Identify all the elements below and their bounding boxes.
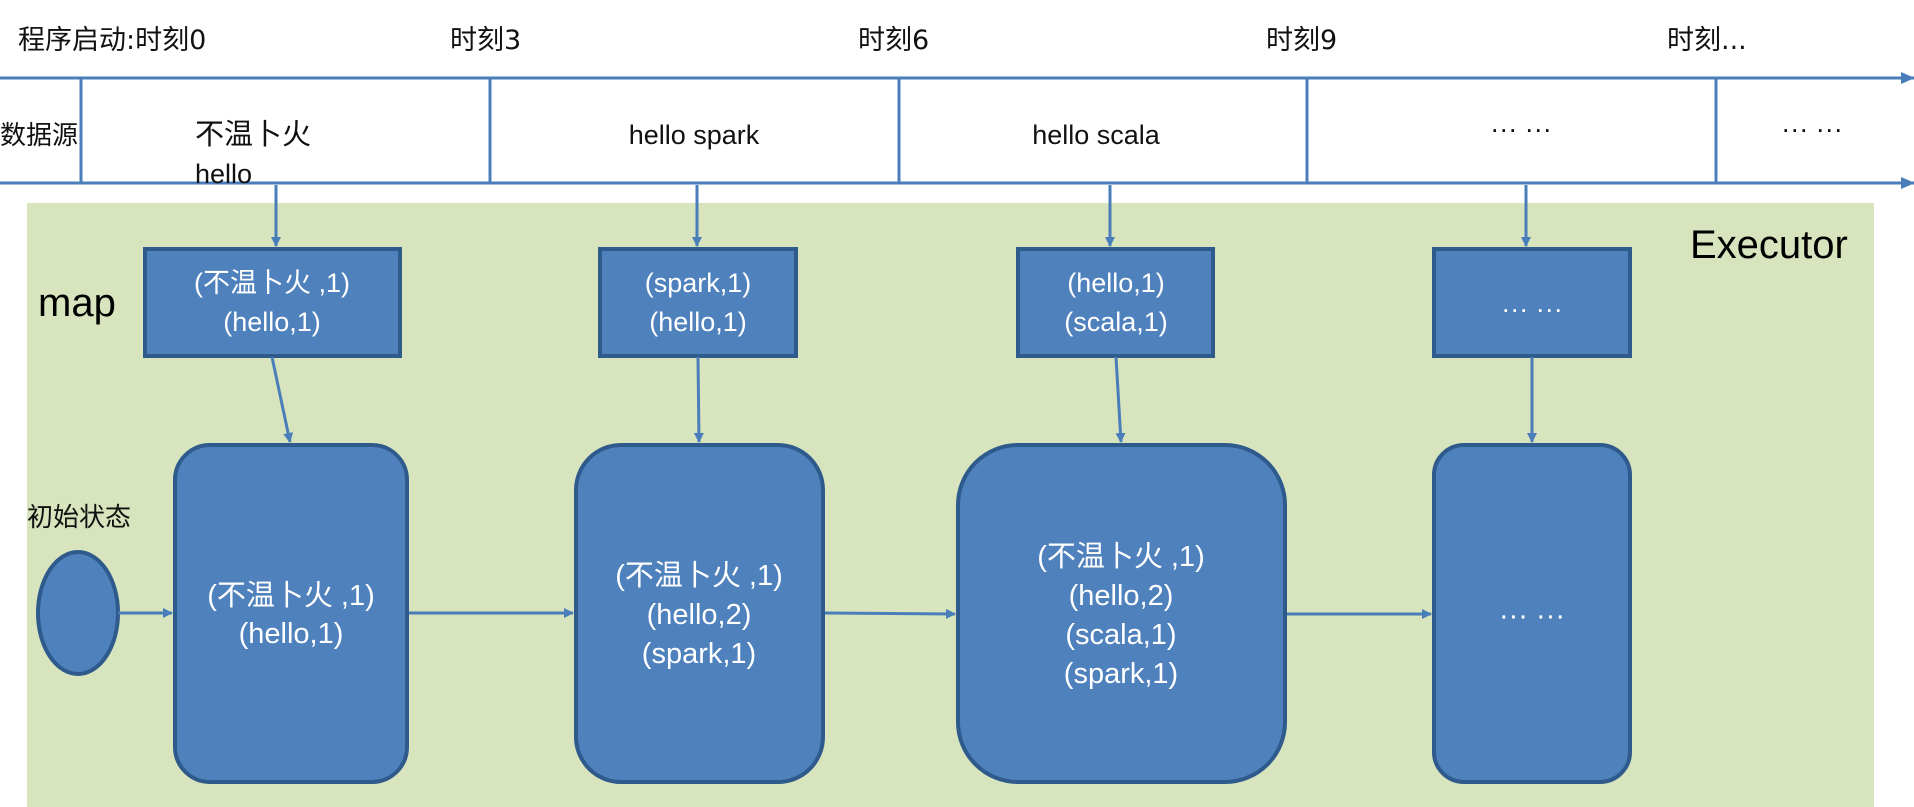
initial-state-label: 初始状态 [27, 503, 131, 533]
state-box-text: (scala,1) [1065, 619, 1176, 651]
map-box [1432, 247, 1632, 358]
map-box [1016, 247, 1215, 358]
time-label: 时刻... [1667, 25, 1747, 56]
time-label: 时刻9 [1266, 25, 1337, 56]
map-box [598, 247, 798, 358]
map-box-text: (hello,1) [1067, 268, 1165, 298]
map-box-text: (hello,1) [223, 307, 321, 337]
state-box-text: (不温卜火 ,1) [615, 560, 783, 592]
source-cell-text: ··· ··· [1781, 114, 1842, 144]
map-box-text: (spark,1) [645, 268, 752, 298]
map-box [143, 247, 402, 358]
state-box-text: ··· ··· [1499, 600, 1565, 632]
state-box-text: (不温卜火 ,1) [1037, 541, 1205, 573]
initial-state-node [36, 550, 120, 676]
map-box-text: (scala,1) [1064, 307, 1168, 337]
state-box-text: (spark,1) [642, 638, 756, 670]
arrow [824, 608, 956, 619]
state-box-text: (spark,1) [1064, 658, 1178, 690]
data-source-label: 数据源 [0, 121, 78, 151]
time-label: 时刻3 [450, 25, 521, 56]
state-box-text: (hello,1) [239, 618, 344, 650]
state-box [1432, 443, 1632, 784]
source-cell-text: ··· ··· [1490, 114, 1551, 144]
source-cell-text: hello spark [629, 120, 760, 150]
map-label: map [38, 281, 116, 325]
state-box-text: (不温卜火 ,1) [207, 580, 375, 612]
executor-label: Executor [1690, 223, 1848, 267]
state-box [173, 443, 409, 784]
arrow [693, 356, 704, 443]
time-label: 时刻6 [858, 25, 929, 56]
map-box-text: (hello,1) [649, 307, 747, 337]
map-box-text: (不温卜火 ,1) [194, 268, 350, 298]
source-cell-text: hello scala [1032, 120, 1161, 150]
state-box-text: (hello,2) [647, 599, 752, 631]
state-box-text: (hello,2) [1069, 580, 1174, 612]
source-cell-text: 不温卜火 [195, 117, 311, 151]
arrow [270, 356, 294, 443]
state-box [574, 443, 825, 784]
arrow [1114, 356, 1126, 443]
state-box [956, 443, 1287, 784]
source-cell-text: hello [195, 159, 252, 189]
map-box-text: ··· ··· [1501, 294, 1562, 324]
time-label: 程序启动:时刻0 [18, 25, 206, 56]
